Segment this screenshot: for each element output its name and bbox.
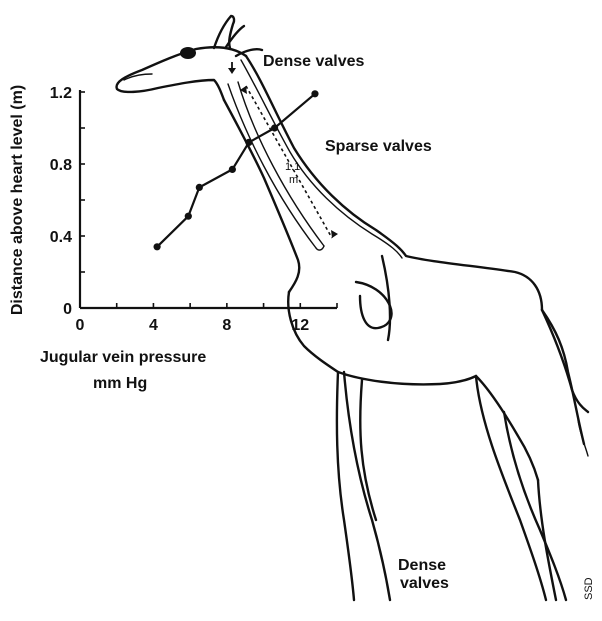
label-length-unit: m bbox=[289, 174, 298, 186]
label-dense-valves-bottom-2: valves bbox=[400, 575, 449, 592]
label-dense-valves-bottom-1: Dense bbox=[398, 557, 446, 574]
data-point bbox=[154, 243, 161, 250]
y-tick-label: 0.8 bbox=[50, 157, 72, 174]
x-tick-label: 4 bbox=[149, 317, 158, 334]
data-point bbox=[196, 184, 203, 191]
data-point bbox=[245, 139, 252, 146]
x-axis-unit: mm Hg bbox=[93, 375, 147, 392]
data-point bbox=[271, 124, 278, 131]
label-sparse-valves: Sparse valves bbox=[325, 138, 432, 155]
x-tick-label: 8 bbox=[222, 317, 231, 334]
y-tick-label: 0.4 bbox=[50, 229, 72, 246]
pressure-chart: 0 4 8 12 0 0.4 0.8 1.2 Distance above heart lev… bbox=[9, 85, 337, 392]
artist-signature: SSD bbox=[583, 577, 595, 600]
data-point bbox=[185, 213, 192, 220]
x-axis-title: Jugular vein pressure bbox=[40, 349, 206, 366]
label-length-value: 1.1 bbox=[285, 161, 300, 173]
y-axis-title: Distance above heart level (m) bbox=[9, 85, 26, 315]
vein-annotations: Dense valves Sparse valves Dense valves … bbox=[228, 53, 595, 600]
x-tick-label: 12 bbox=[291, 317, 309, 334]
data-point bbox=[229, 166, 236, 173]
x-tick-label: 0 bbox=[76, 317, 85, 334]
label-dense-valves-top: Dense valves bbox=[263, 53, 365, 70]
y-tick-label: 0 bbox=[63, 301, 72, 318]
data-point bbox=[311, 90, 318, 97]
dense-valves-arrowhead bbox=[228, 68, 236, 74]
y-tick-label: 1.2 bbox=[50, 85, 72, 102]
giraffe-eye bbox=[180, 47, 196, 59]
length-arrowhead-bottom bbox=[331, 230, 338, 238]
